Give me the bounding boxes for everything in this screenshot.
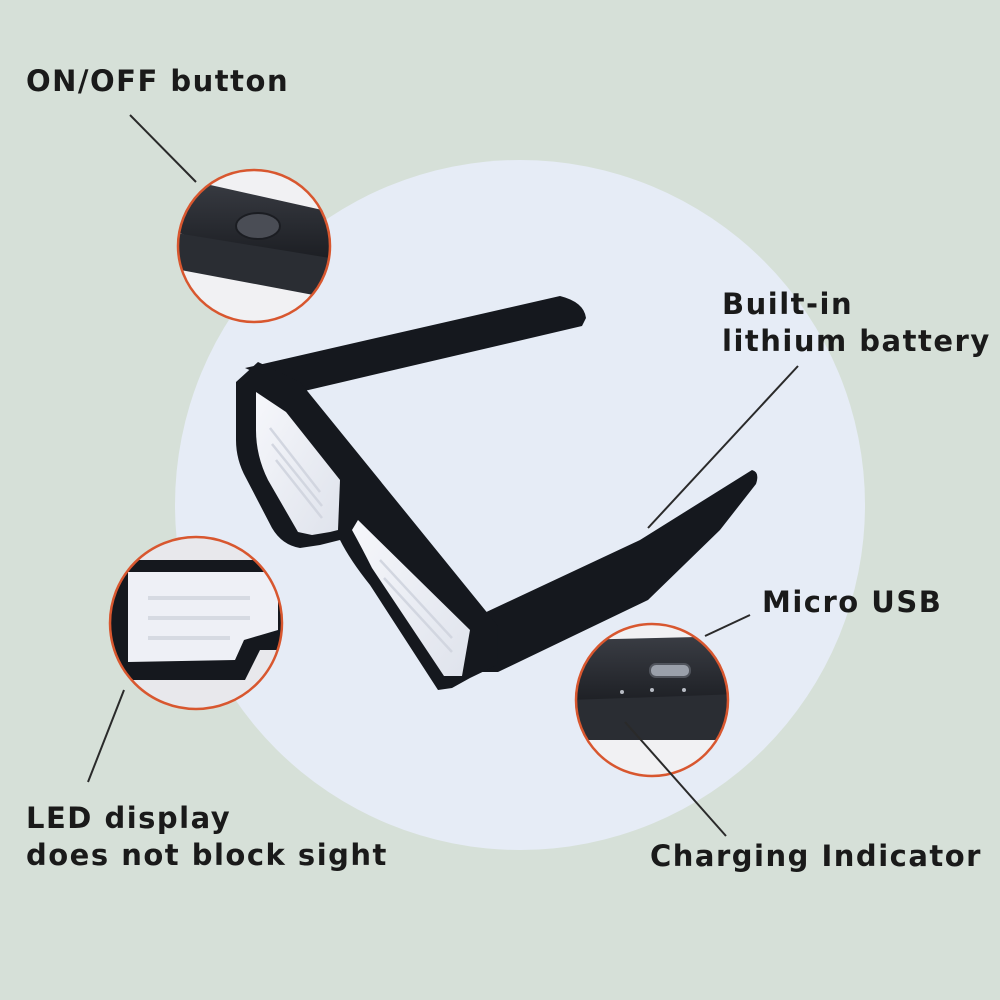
- temple-arm-left: [245, 296, 586, 392]
- label-led-line2: does not block sight: [26, 838, 388, 872]
- label-charging-indicator: Charging Indicator: [650, 838, 982, 875]
- label-on-off-text: ON/OFF button: [26, 64, 290, 98]
- temple-arm-right: [465, 470, 758, 672]
- label-on-off-button: ON/OFF button: [26, 63, 289, 100]
- usb-port-icon: [649, 663, 691, 678]
- led-lines: [269, 427, 453, 653]
- power-button-icon: [235, 212, 281, 240]
- charging-led-icon: [620, 690, 624, 694]
- label-micro-usb-text: Micro USB: [762, 585, 943, 619]
- label-micro-usb: Micro USB: [762, 584, 942, 621]
- label-charging-text: Charging Indicator: [650, 839, 982, 873]
- leader-lines: [87, 114, 799, 837]
- label-led-display: LED display does not block sight: [26, 800, 388, 874]
- callout-micro-usb: [574, 622, 730, 778]
- label-battery-line2: lithium battery: [722, 324, 991, 358]
- label-led-line1: LED display: [26, 801, 232, 835]
- led-glasses: [236, 296, 758, 690]
- callout-led-display: [108, 535, 284, 711]
- lens-right: [352, 520, 470, 676]
- label-battery-line1: Built-in: [722, 287, 854, 321]
- callout-on-off-button: [176, 168, 332, 324]
- label-battery: Built-in lithium battery: [722, 286, 991, 360]
